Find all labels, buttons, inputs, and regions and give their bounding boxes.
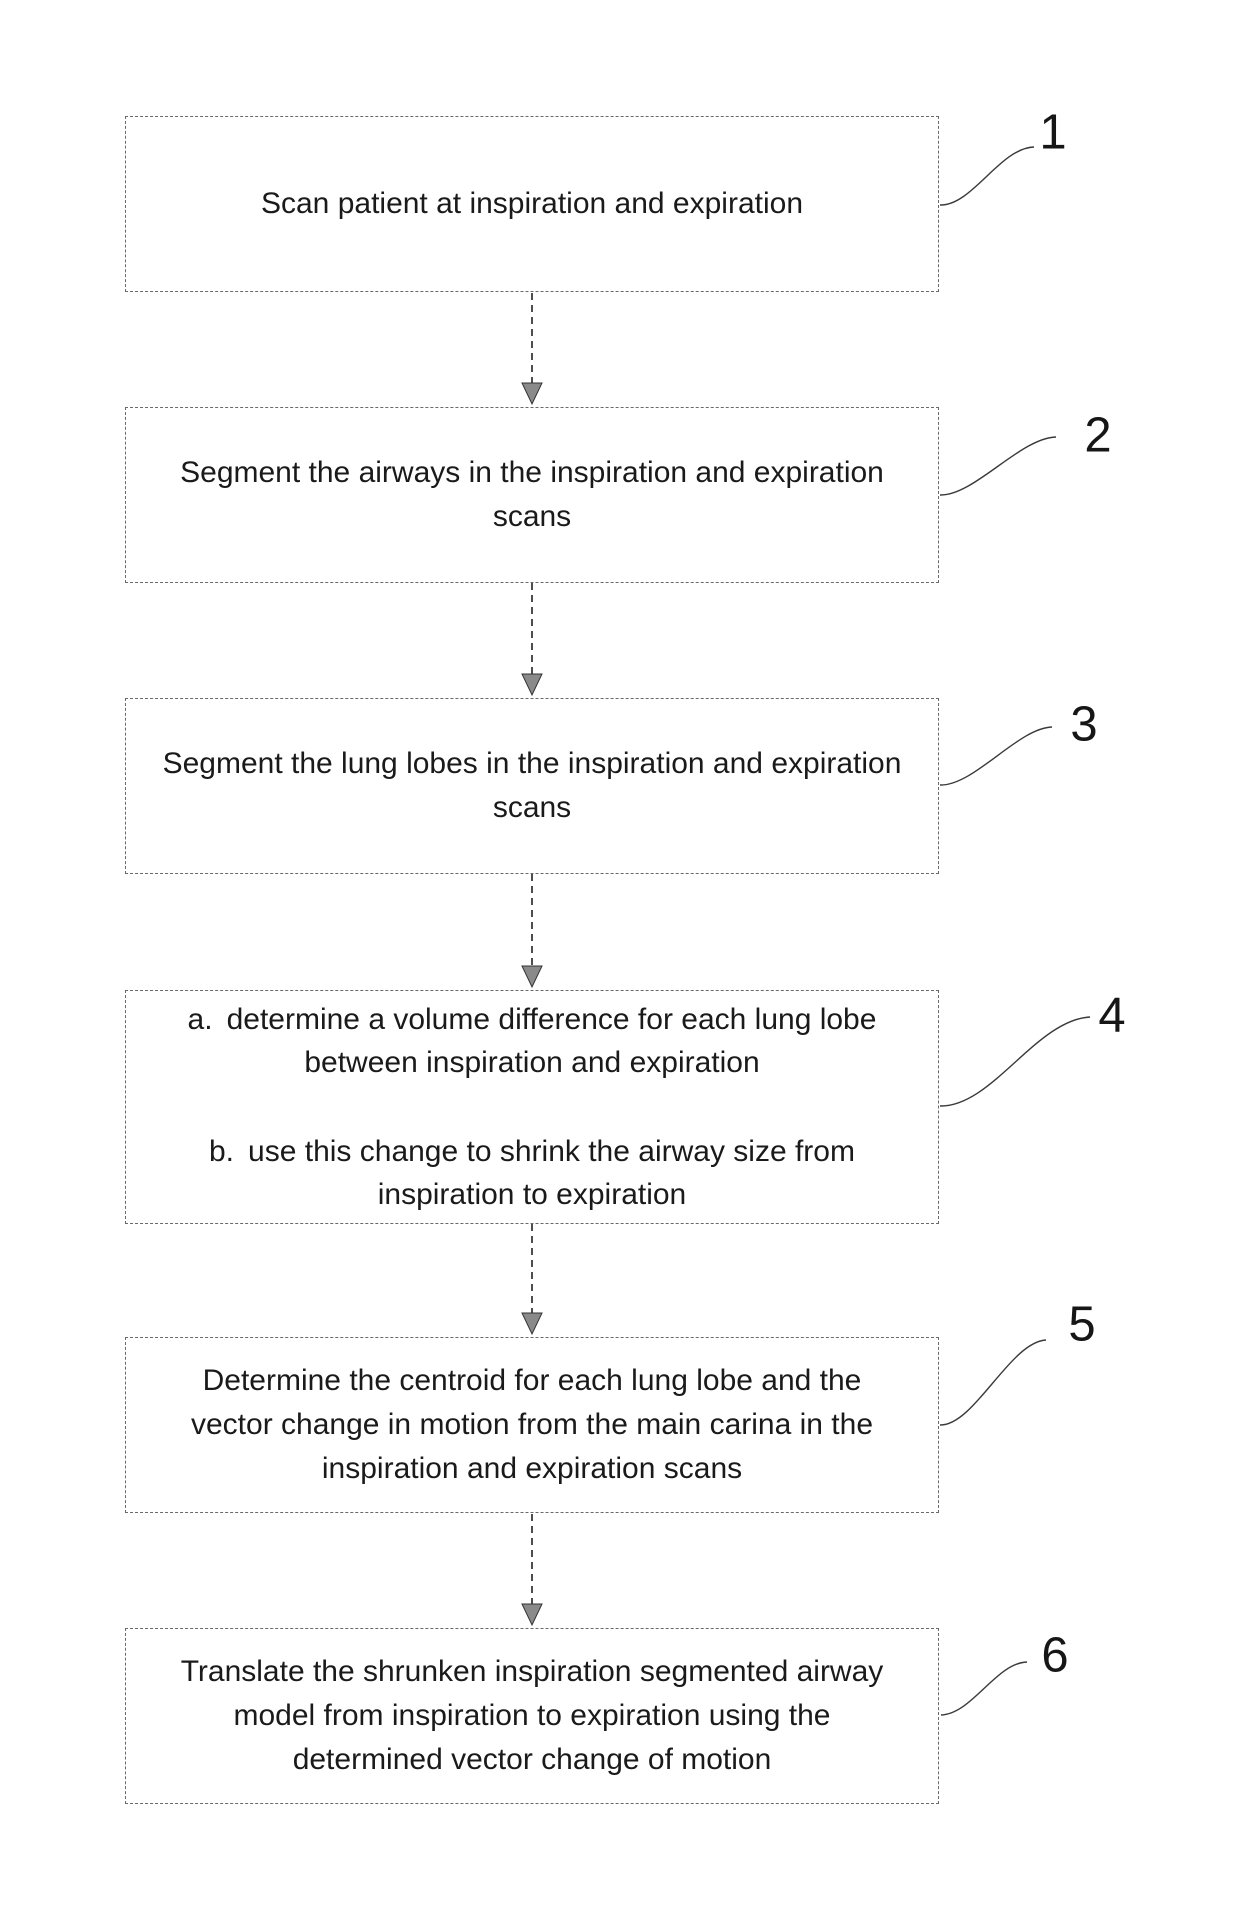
flow-arrow-4 [521,1224,543,1336]
step-text: Translate the shrunken inspiration segme… [180,1655,884,1776]
step-subitem-marker: b. [209,1135,235,1168]
leader-line-6 [940,1661,1028,1716]
step-text: Scan patient at inspiration and expirati… [260,187,804,220]
step-box-centroid: Determine the centroid for each lung lob… [125,1337,939,1513]
ref-number-5: 5 [1068,1297,1096,1352]
leader-line-2 [939,436,1057,496]
flow-arrow-2 [521,583,543,697]
step-subitem-marker: a. [187,1003,213,1036]
step-box-scan: Scan patient at inspiration and expirati… [125,116,939,292]
leader-line-5 [939,1339,1047,1426]
flow-arrow-1 [521,293,543,406]
ref-number-4: 4 [1098,988,1126,1043]
leader-line-3 [939,726,1053,786]
flow-arrow-5 [521,1514,543,1627]
step-text: Determine the centroid for each lung lob… [190,1364,874,1485]
step-box-segment-lobes: Segment the lung lobes in the inspiratio… [125,698,939,874]
step-box-translate: Translate the shrunken inspiration segme… [125,1628,939,1804]
ref-number-1: 1 [1039,105,1067,160]
step-text: Segment the lung lobes in the inspiratio… [162,747,902,824]
leader-line-4 [939,1016,1091,1107]
flow-arrow-3 [521,874,543,989]
step-subitem-text: determine a volume difference for each l… [226,1003,877,1079]
step-subitem-text: use this change to shrink the airway siz… [248,1135,855,1211]
leader-line-1 [939,146,1035,206]
step-subitem-a: a. determine a volume difference for each… [158,998,906,1084]
step-subitem-b: b. use this change to shrink the airway s… [158,1130,906,1216]
ref-number-3: 3 [1070,697,1098,752]
ref-number-6: 6 [1041,1628,1069,1683]
ref-number-2: 2 [1084,408,1112,463]
step-text: Segment the airways in the inspiration a… [180,456,884,533]
step-box-segment-airways: Segment the airways in the inspiration a… [125,407,939,583]
step-box-volume-shrink: a. determine a volume difference for each… [125,990,939,1224]
